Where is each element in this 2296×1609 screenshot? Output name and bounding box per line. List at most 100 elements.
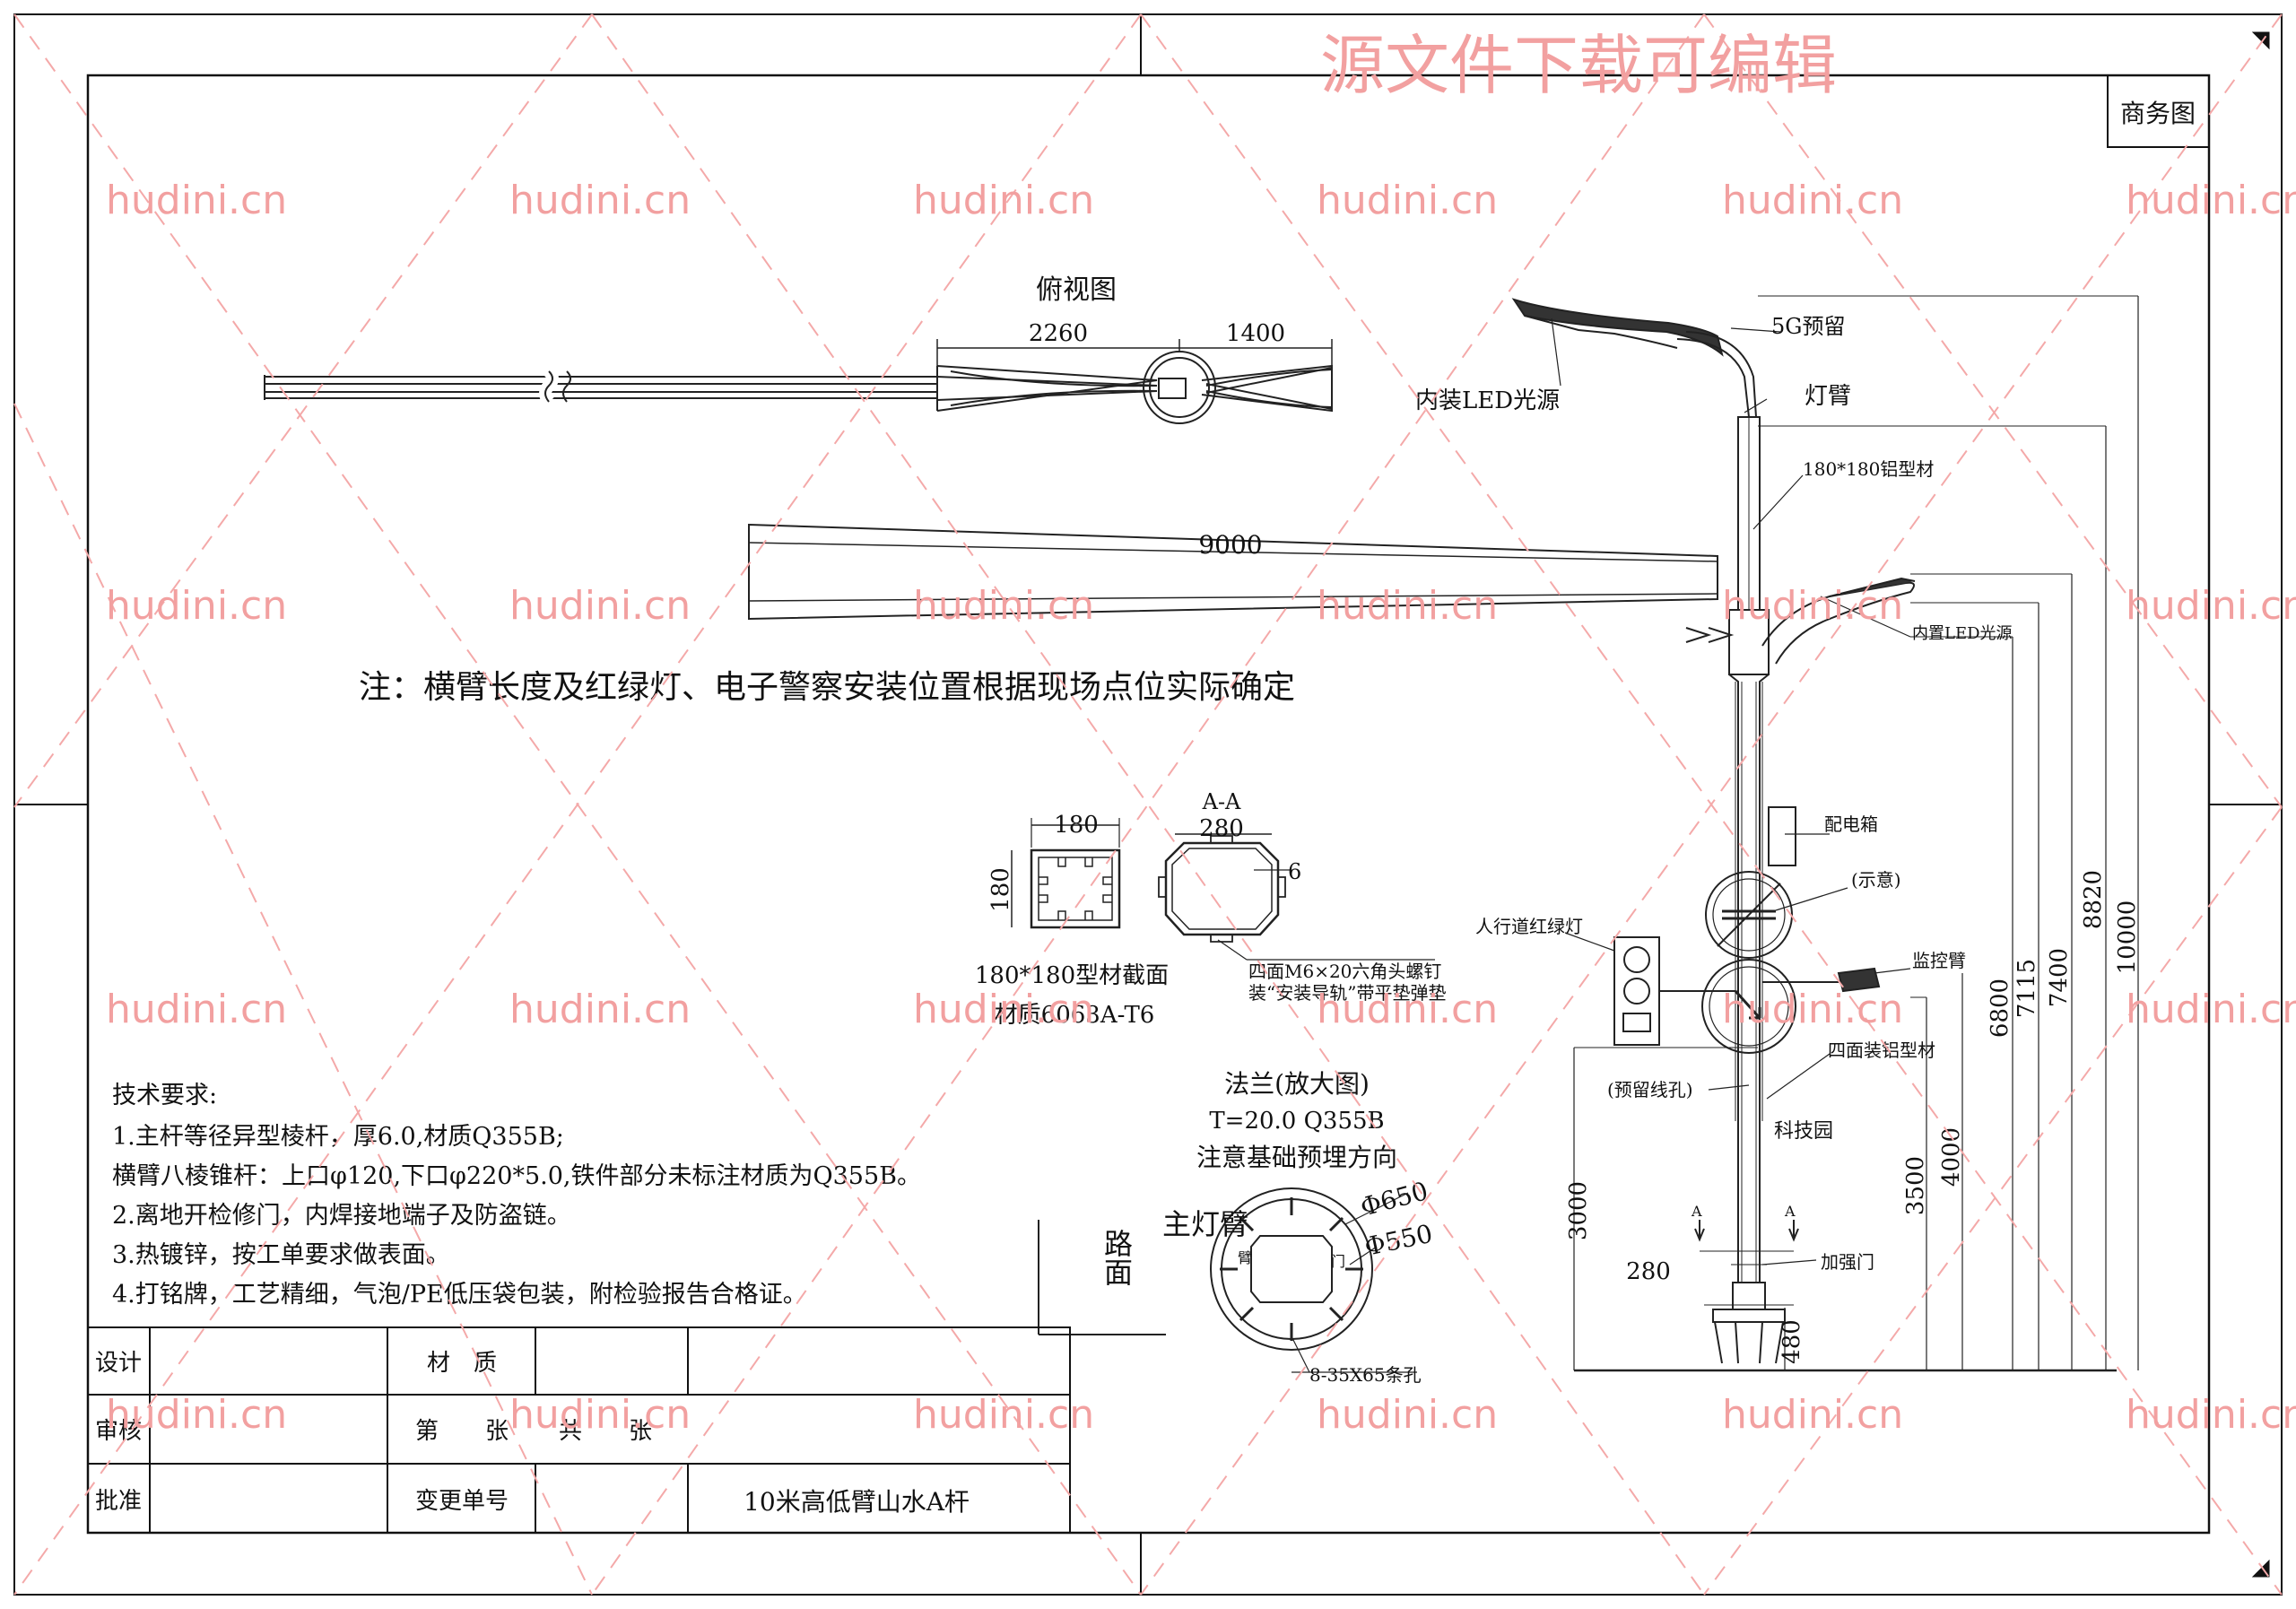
tech-title: 技术要求:	[112, 1082, 217, 1109]
top-view	[264, 339, 1333, 424]
dim-10000: 10000	[2114, 900, 2141, 975]
crossarm	[748, 523, 1735, 643]
top-view-dim-right: 1400	[1226, 320, 1285, 347]
tb-design: 设计	[95, 1350, 142, 1377]
watermark-banner: 源文件下载可编辑	[1320, 28, 1837, 103]
profile-height: 180	[987, 867, 1014, 912]
dim-3000: 3000	[1565, 1181, 1592, 1240]
wm-13: hudini.cn	[106, 987, 287, 1032]
wm-12: hudini.cn	[2126, 583, 2296, 629]
wm-19: hudini.cn	[106, 1392, 287, 1438]
wm-1: hudini.cn	[106, 178, 287, 223]
wm-15: hudini.cn	[913, 987, 1094, 1032]
wm-20: hudini.cn	[509, 1392, 691, 1438]
label-led-main: 内装LED光源	[1415, 387, 1560, 414]
tb-material: 材 质	[427, 1350, 497, 1377]
top-view-title: 俯视图	[1036, 274, 1117, 306]
wm-18: hudini.cn	[2126, 987, 2296, 1032]
label-wire-hole: (预留线孔)	[1607, 1079, 1693, 1100]
top-view-dim-left: 2260	[1029, 320, 1088, 347]
flange-inner-diameter: Φ550	[1362, 1219, 1436, 1262]
watermark-grid	[13, 13, 2283, 1596]
elevation-dimensions: 10000 8820 7400 7115 6800 4000 3500 3000…	[1565, 870, 2141, 1364]
label-four-side: 四面装铝型材	[1828, 1039, 1935, 1061]
tech-item-3: 2.离地开检修门，内焊接地端子及防盗链。	[112, 1202, 571, 1230]
label-led-aux: 内置LED光源	[1912, 624, 2013, 643]
dim-6800: 6800	[1987, 978, 2013, 1038]
wm-3: hudini.cn	[913, 178, 1094, 223]
dim-3500: 3500	[1902, 1156, 1929, 1215]
wm-5: hudini.cn	[1722, 178, 1903, 223]
tb-drawing-name: 10米高低臂山水A杆	[744, 1487, 970, 1517]
dim-280: 280	[1626, 1258, 1671, 1285]
tb-change-no: 变更单号	[415, 1488, 509, 1515]
road-label: 路面	[1076, 1229, 1134, 1286]
profile-caption-2: 材质6063A-T6	[995, 1002, 1155, 1029]
label-section-a-left: A	[1691, 1203, 1702, 1220]
elevation-labels: 5G预留 内装LED光源 灯臂 180*180铝型材 内置LED光源 配电箱 (…	[1415, 314, 2013, 1273]
flange-small-left: 臂	[1238, 1249, 1252, 1266]
dim-8820: 8820	[2080, 870, 2107, 929]
dim-7400: 7400	[2046, 948, 2073, 1007]
wm-11: hudini.cn	[1722, 583, 1903, 629]
pole-elevation	[1511, 295, 2139, 1372]
wm-24: hudini.cn	[2126, 1392, 2296, 1438]
label-sci-park: 科技园	[1774, 1120, 1833, 1143]
tb-sheet-total: 共 张	[559, 1418, 652, 1445]
flange-holes: 8-35X65条孔	[1309, 1364, 1422, 1386]
wm-2: hudini.cn	[509, 178, 691, 223]
tech-item-5: 4.打铭牌，工艺精细，气泡/PE低压袋包装，附检验报告合格证。	[112, 1281, 807, 1309]
section-aa-thickness: 6	[1288, 859, 1301, 884]
section-aa	[1158, 833, 1435, 961]
tech-item-4: 3.热镀锌，按工单要求做表面。	[112, 1241, 450, 1269]
tb-review: 审核	[95, 1418, 142, 1445]
wm-17: hudini.cn	[1722, 987, 1903, 1032]
tb-approve: 批准	[95, 1488, 142, 1515]
flange-outer-diameter: Φ650	[1357, 1176, 1431, 1222]
main-arm-label: 主灯臂	[1162, 1207, 1248, 1241]
title-block	[87, 1326, 1071, 1534]
flange-spec: T=20.0 Q355B	[1209, 1108, 1384, 1135]
profile-caption-1: 180*180型材截面	[975, 962, 1169, 989]
label-schematic: (示意)	[1851, 869, 1901, 891]
dim-480: 480	[1779, 1319, 1805, 1364]
sheet-border	[13, 13, 2283, 1596]
wm-4: hudini.cn	[1317, 178, 1498, 223]
label-ped-light: 人行道红绿灯	[1475, 916, 1583, 937]
wm-16: hudini.cn	[1317, 987, 1498, 1032]
wm-23: hudini.cn	[1722, 1392, 1903, 1438]
tb-sheet-no: 第 张	[415, 1418, 509, 1445]
label-door: 加强门	[1821, 1251, 1874, 1273]
tech-item-1: 1.主杆等径异型棱杆，厚6.0,材质Q355B;	[112, 1123, 564, 1151]
flange-small-right: 门	[1331, 1253, 1345, 1270]
section-aa-width: 280	[1199, 815, 1244, 842]
label-lamp-arm: 灯臂	[1805, 383, 1851, 410]
flange-detail	[1038, 1187, 1417, 1373]
label-section-a-right: A	[1784, 1203, 1796, 1220]
label-dist-box: 配电箱	[1824, 813, 1878, 835]
wm-22: hudini.cn	[1317, 1392, 1498, 1438]
wm-21: hudini.cn	[913, 1392, 1094, 1438]
flange-note: 注意基础预埋方向	[1196, 1143, 1397, 1172]
watermark-site-text: hudini.cn hudini.cn hudini.cn hudini.cn …	[106, 178, 2296, 1438]
wm-9: hudini.cn	[913, 583, 1094, 629]
label-profile: 180*180铝型材	[1803, 458, 1934, 480]
section-aa-title: A-A	[1202, 789, 1241, 814]
crossarm-length: 9000	[1198, 530, 1262, 560]
tech-item-2: 横臂八棱锥杆：上口φ120,下口φ220*5.0,铁件部分未标注材质为Q355B…	[112, 1162, 921, 1190]
profile-width: 180	[1054, 812, 1099, 839]
wm-8: hudini.cn	[509, 583, 691, 629]
corner-tag: 商务图	[2120, 99, 2196, 128]
wm-7: hudini.cn	[106, 583, 287, 629]
label-5g: 5G预留	[1771, 314, 1845, 339]
wm-10: hudini.cn	[1317, 583, 1498, 629]
label-monitor-arm: 监控臂	[1912, 950, 1966, 971]
bolt-note-1: 四面M6×20六角头螺钉	[1248, 961, 1441, 982]
dim-7115: 7115	[2013, 959, 2040, 1018]
install-note: 注：横臂长度及红绿灯、电子警察安装位置根据现场点位实际确定	[359, 669, 1295, 706]
wm-14: hudini.cn	[509, 987, 691, 1032]
wm-6: hudini.cn	[2126, 178, 2296, 223]
flange-title: 法兰(放大图)	[1224, 1069, 1370, 1099]
profile-section	[1011, 818, 1121, 929]
